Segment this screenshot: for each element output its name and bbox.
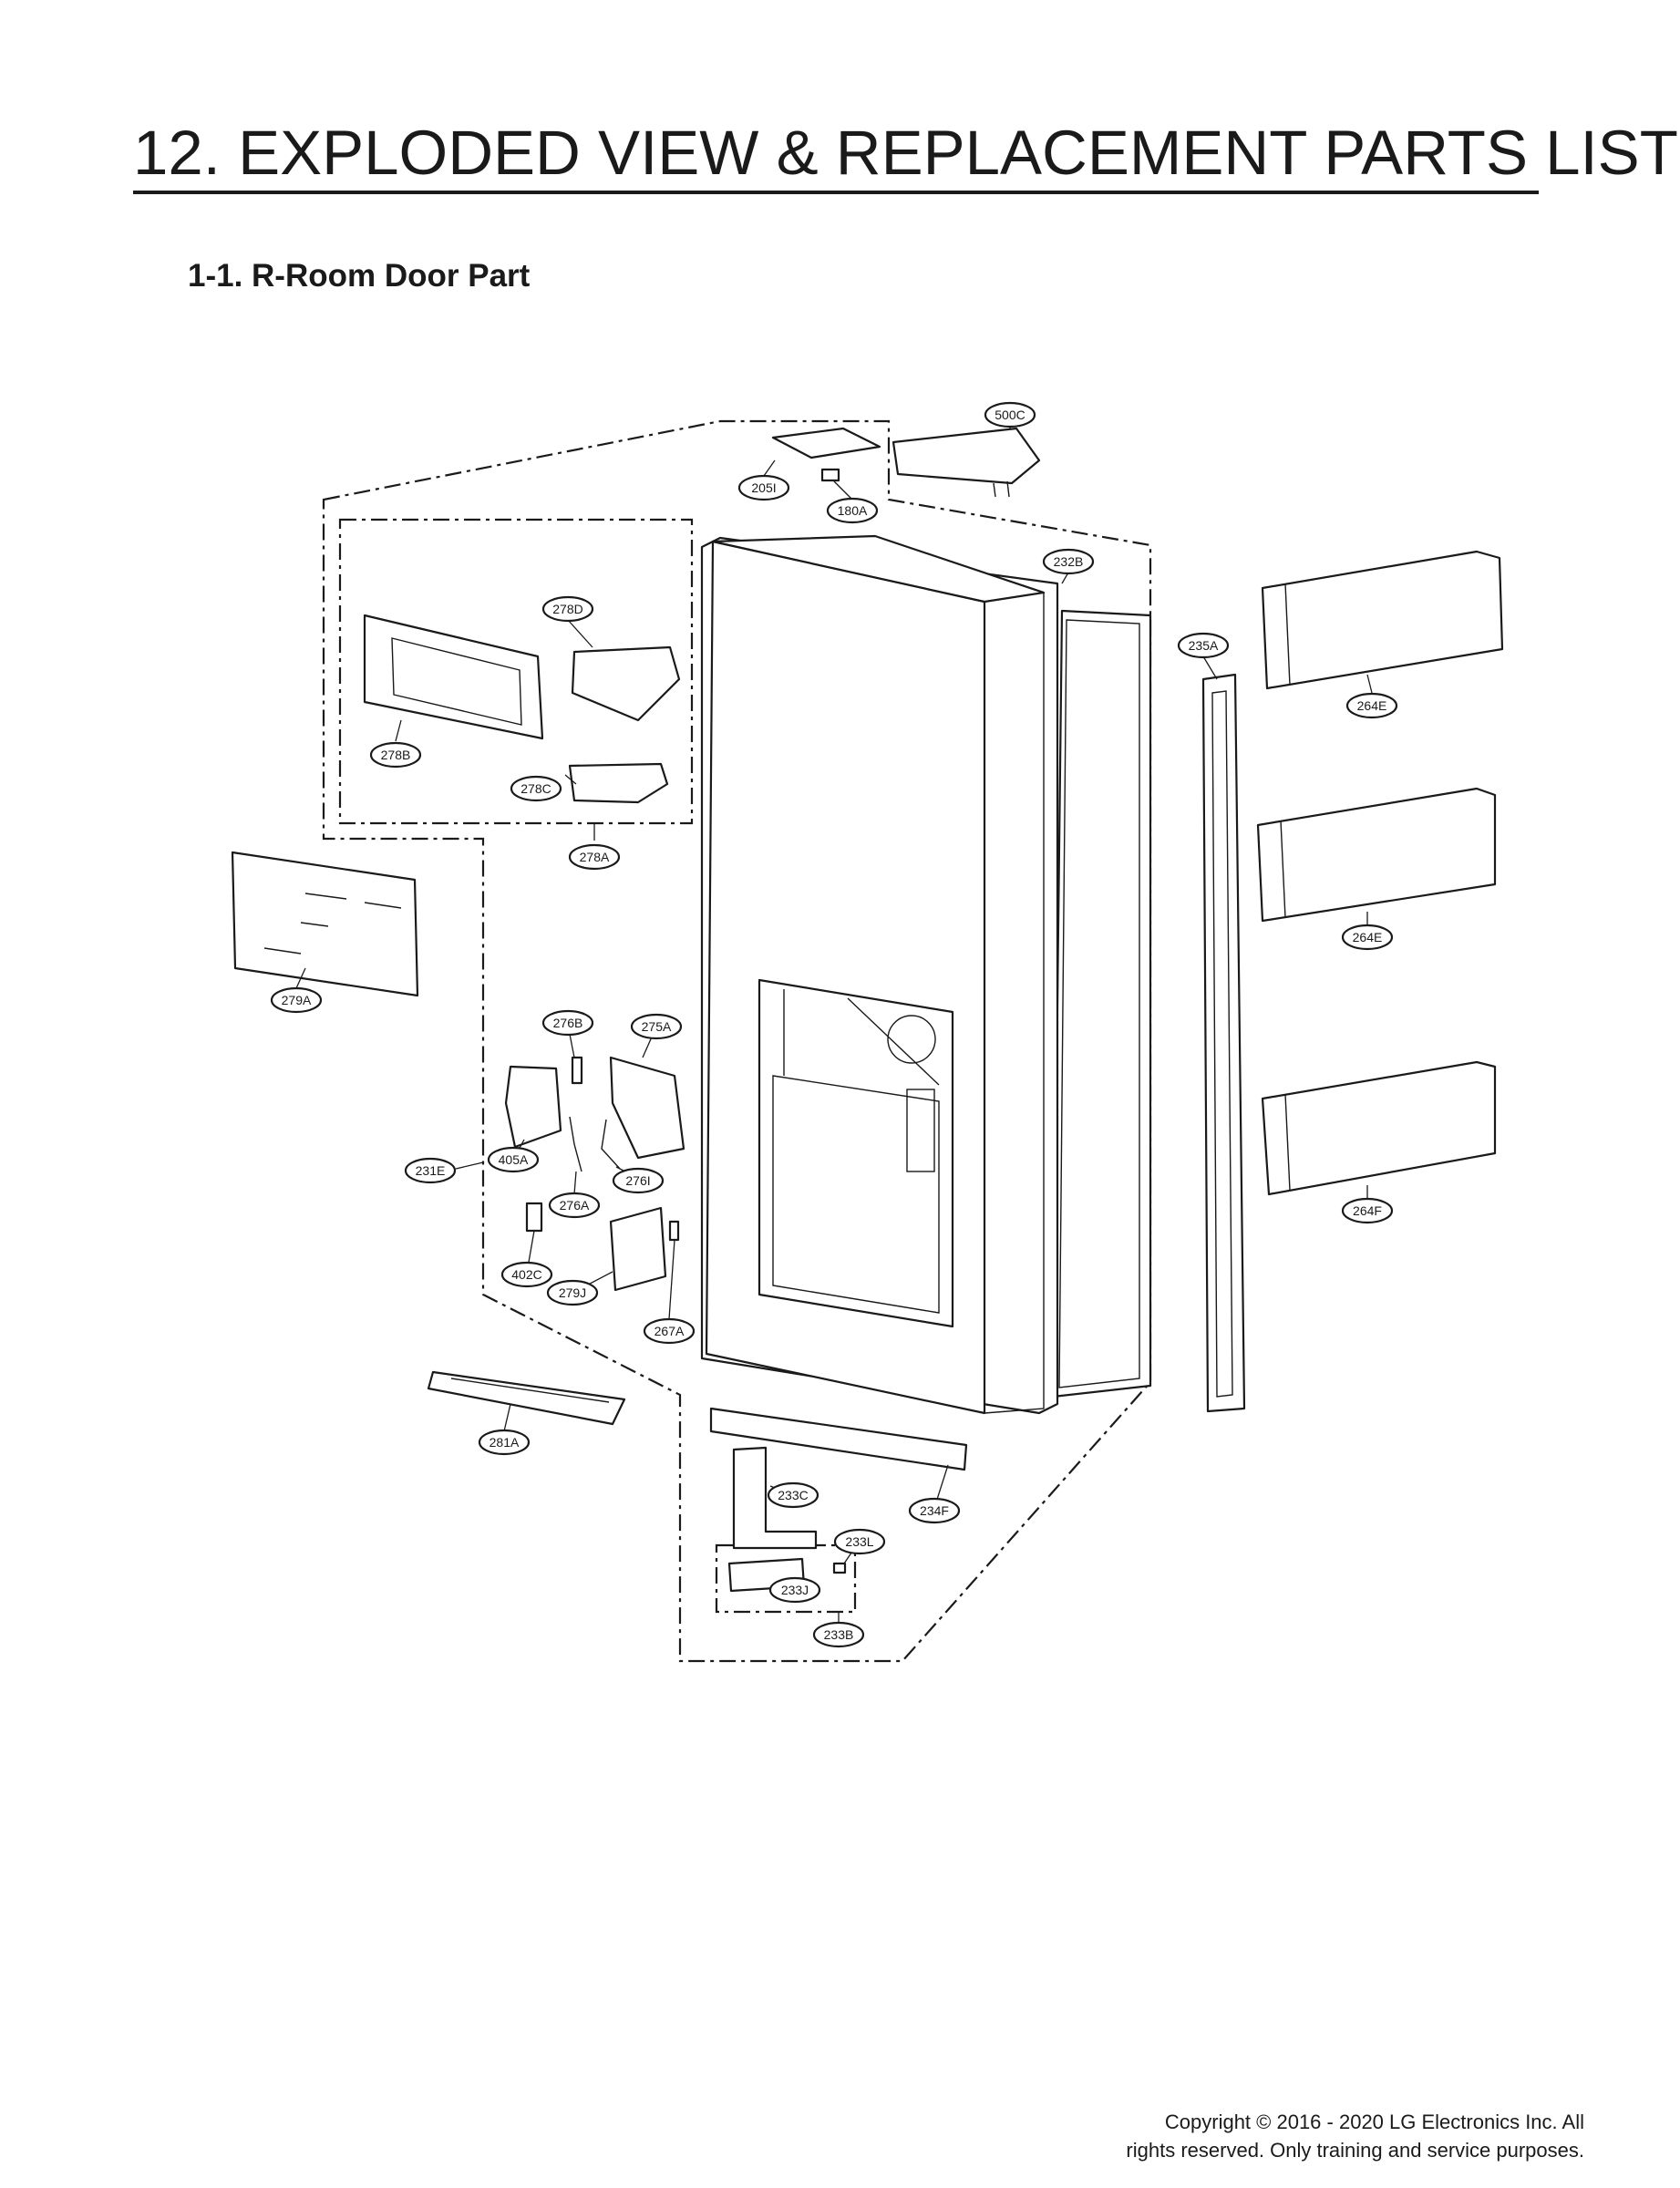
part-label-text: 231E: [416, 1163, 446, 1178]
part-label-text: 264F: [1353, 1203, 1382, 1218]
bottom-trim-234F: [709, 1407, 968, 1471]
small-clip: [820, 468, 840, 482]
part-label-text: 232B: [1054, 554, 1084, 569]
door-bin-middle: [1256, 787, 1497, 923]
page-title: 12. EXPLODED VIEW & REPLACEMENT PARTS LI…: [133, 118, 1678, 188]
part-label-text: 278C: [520, 781, 551, 796]
part-label: 276I: [612, 1167, 665, 1194]
part-label: 276A: [548, 1192, 601, 1219]
part-label: 264E: [1341, 924, 1394, 951]
part-label-text: 180A: [838, 503, 868, 518]
part-label-text: 276B: [553, 1016, 583, 1030]
sensor-402C: [525, 1202, 543, 1233]
tray-278C: [568, 762, 669, 804]
spring-276I: [601, 1119, 621, 1170]
part-label: 264E: [1345, 692, 1398, 719]
actuator-405A: [504, 1065, 562, 1149]
part-label: 279J: [546, 1279, 599, 1306]
part-label: 234F: [908, 1497, 961, 1524]
part-label: 233C: [767, 1481, 819, 1509]
door-assembly-boundary: [322, 419, 1152, 1663]
part-label-text: 233B: [824, 1627, 854, 1642]
top-cap-cover: [771, 427, 881, 459]
control-panel: [231, 851, 419, 997]
part-label-text: 405A: [499, 1152, 529, 1167]
part-label: 275A: [630, 1013, 683, 1040]
part-label: 278A: [568, 843, 621, 871]
part-label: 278B: [369, 741, 422, 769]
door-side-trim: [1201, 673, 1246, 1413]
part-label-text: 276I: [625, 1173, 650, 1188]
part-label: 500C: [984, 401, 1036, 428]
part-label: 402C: [500, 1261, 553, 1288]
cover-279J: [609, 1206, 667, 1292]
part-label-text: 233J: [781, 1583, 809, 1597]
funnel-278D: [571, 645, 681, 722]
dispenser-cavity: [758, 978, 954, 1328]
part-label: 235A: [1177, 632, 1230, 659]
part-label-text: 278D: [552, 602, 582, 616]
part-label: 264F: [1341, 1197, 1394, 1224]
switch-276B: [571, 1056, 583, 1085]
part-label-text: 264E: [1357, 698, 1387, 713]
section-title: 1-1. R-Room Door Part: [188, 258, 531, 294]
hinge-cover: [892, 427, 1041, 485]
part-label: 180A: [826, 497, 879, 524]
part-label: 281A: [478, 1429, 531, 1456]
lever-275A: [609, 1056, 685, 1160]
part-label-text: 234F: [920, 1503, 949, 1518]
title-rule: [133, 191, 1539, 194]
part-label-text: 205I: [751, 480, 776, 495]
part-label-text: 233C: [778, 1488, 808, 1502]
part-label: 278C: [510, 775, 562, 802]
part-label: 205I: [737, 474, 790, 501]
part-label: 278D: [541, 595, 594, 623]
part-label-text: 267A: [654, 1324, 685, 1338]
part-label: 267A: [643, 1317, 696, 1345]
part-label-text: 275A: [642, 1019, 672, 1034]
spring-276A: [569, 1116, 582, 1172]
part-label: 233L: [833, 1528, 886, 1555]
door-body: [700, 534, 1152, 1415]
part-label-text: 278A: [580, 850, 610, 864]
copyright-line-2: rights reserved. Only training and servi…: [1126, 2139, 1584, 2162]
door-gasket: [1051, 609, 1152, 1398]
part-label-text: 264E: [1353, 930, 1383, 944]
part-label-text: 276A: [560, 1198, 590, 1213]
part-label: 233B: [812, 1621, 865, 1648]
copyright-notice: Copyright © 2016 - 2020 LG Electronics I…: [855, 2108, 1584, 2164]
dispenser-housing-box: [338, 518, 694, 825]
screw-267A: [668, 1220, 680, 1242]
part-label-text: 278B: [381, 748, 411, 762]
copyright-line-1: Copyright © 2016 - 2020 LG Electronics I…: [1164, 2111, 1584, 2133]
part-label-text: 279J: [559, 1285, 586, 1300]
dispenser-frame: [363, 614, 544, 740]
part-label: 276B: [541, 1009, 594, 1037]
part-label: 232B: [1042, 548, 1095, 575]
drip-tray-281A: [427, 1370, 626, 1426]
part-label: 279A: [270, 986, 323, 1014]
part-label: 231E: [404, 1157, 457, 1184]
part-label: 233J: [768, 1576, 821, 1604]
hinge-bracket-233C: [732, 1446, 818, 1550]
door-top-cap: [711, 534, 1046, 604]
part-label-text: 235A: [1189, 638, 1219, 653]
pin-233L: [832, 1562, 847, 1574]
part-label-text: 279A: [282, 993, 312, 1007]
part-label-text: 402C: [511, 1267, 541, 1282]
part-label-text: 500C: [995, 408, 1025, 422]
door-bin-top: [1261, 550, 1504, 690]
door-bin-bottom: [1261, 1060, 1497, 1196]
part-label-text: 233L: [845, 1534, 873, 1549]
part-label: 405A: [487, 1146, 540, 1173]
part-label-text: 281A: [490, 1435, 520, 1450]
